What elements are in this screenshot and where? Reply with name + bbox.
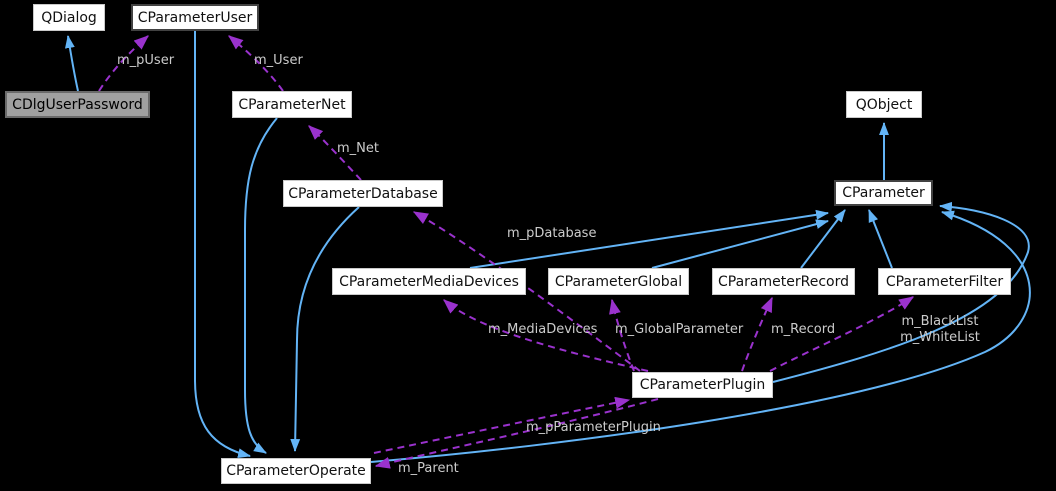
edge-label-m-pdatabase: m_pDatabase <box>507 226 597 241</box>
node-cparameter[interactable]: CParameter <box>834 180 933 206</box>
edge-label-m-globalparameter: m_GlobalParameter <box>615 322 744 337</box>
node-cparameteroperate[interactable]: CParameterOperate <box>221 458 371 484</box>
edge-cparameternet-cparameteroperate <box>244 117 278 454</box>
edge-usage-m-puser <box>98 35 149 92</box>
edge-cparametermediadevices-cparameter <box>469 209 830 269</box>
edge-cparameterfilter-cparameter <box>868 209 893 269</box>
node-cparameterdatabase[interactable]: CParameterDatabase <box>283 180 443 207</box>
edge-label-m-record: m_Record <box>771 322 836 337</box>
edge-cparameteruser-cparameteroperate <box>194 31 252 459</box>
edge-label-m-blacklist: m_BlackList <box>901 314 979 329</box>
edge-cparameteroperate-cparameter <box>370 210 1031 463</box>
node-cparameterglobal[interactable]: CParameterGlobal <box>548 268 689 295</box>
node-cparameterfilter[interactable]: CParameterFilter <box>878 268 1011 295</box>
edge-cparameterglobal-cparameter <box>651 219 830 269</box>
node-cparameternet[interactable]: CParameterNet <box>232 91 352 118</box>
edge-label-m-mediadevices: m_MediaDevices <box>488 322 598 337</box>
edge-cdlguserpassword-qdialog <box>64 34 79 92</box>
edge-label-m-pparameterplugin: m_pParameterPlugin <box>526 420 661 435</box>
edge-usage-m-record <box>741 296 773 372</box>
node-cparameteruser[interactable]: CParameterUser <box>131 4 259 31</box>
edge-usage-m-user <box>228 35 284 92</box>
node-cdlguserpassword[interactable]: CDlgUserPassword <box>5 91 150 118</box>
edge-label-m-net: m_Net <box>337 141 379 156</box>
node-qobject[interactable]: QObject <box>846 91 922 118</box>
edge-cparameterdatabase-cparameteroperate <box>290 206 360 453</box>
edge-usage-m-blacklist-whitelist <box>769 296 915 372</box>
edge-label-m-blacklist-whitelist: m_BlackList m_WhiteList <box>878 314 1002 346</box>
edge-usage-m-pparameterplugin <box>373 396 631 454</box>
edge-label-m-parent: m_Parent <box>398 461 459 476</box>
edge-cparameterrecord-cparameter <box>800 209 846 269</box>
edge-label-m-puser: m_pUser <box>117 53 175 68</box>
node-qdialog[interactable]: QDialog <box>33 4 105 31</box>
edge-usage-m-mediadevices <box>443 299 649 372</box>
edge-usage-m-parent <box>374 398 659 469</box>
node-cparameterplugin[interactable]: CParameterPlugin <box>632 372 773 398</box>
edge-cparameterplugin-cparameter <box>772 201 1030 383</box>
node-cparametermediadevices[interactable]: CParameterMediaDevices <box>332 268 526 295</box>
node-cparameterrecord[interactable]: CParameterRecord <box>712 268 855 295</box>
edge-label-m-whitelist: m_WhiteList <box>900 330 980 345</box>
edge-usage-m-globalparameter <box>609 298 635 372</box>
edge-usage-m-net <box>308 125 362 181</box>
edge-label-m-user: m_User <box>254 53 303 68</box>
